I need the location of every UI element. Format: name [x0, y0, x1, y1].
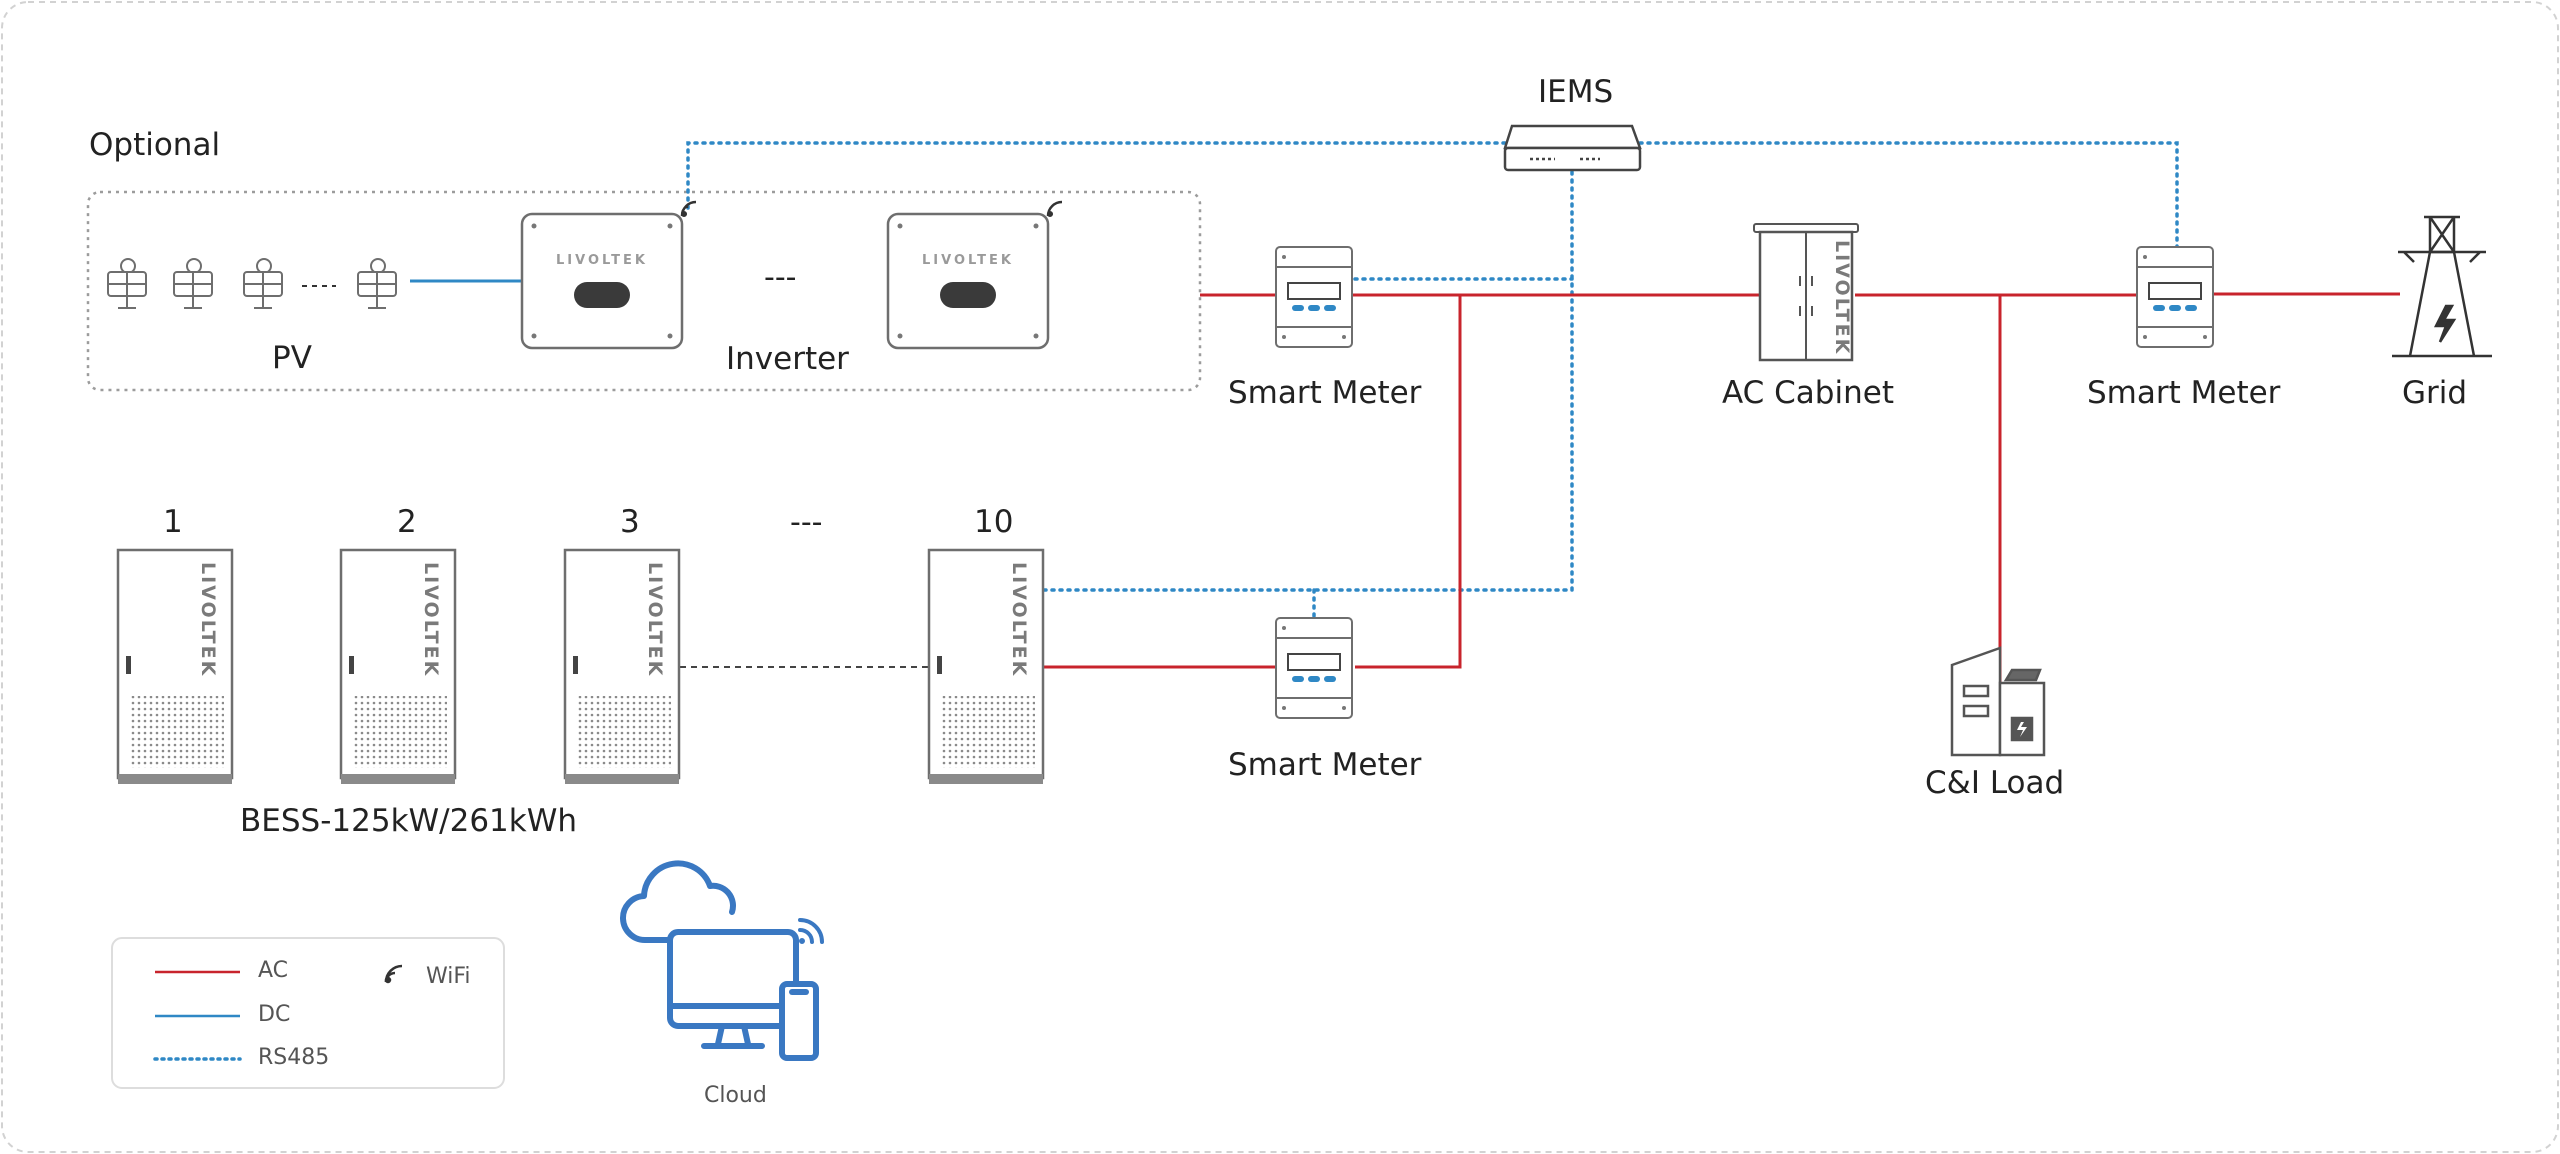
grid-tower-icon [2392, 215, 2492, 358]
bess-unit-number: 2 [397, 504, 417, 540]
optional-label: Optional [89, 127, 220, 163]
wifi-icon [680, 200, 697, 218]
wifi-icon [1046, 200, 1063, 218]
bess-cabinets: 1 2 3 --- 10 LIVOLTEK LIVOLTEK LIVOLTEK [116, 504, 1045, 784]
iems-label: IEMS [1538, 74, 1613, 110]
bess-cabinet-2-brand: LIVOLTEK [420, 562, 442, 677]
bess-cabinet-3-brand: LIVOLTEK [644, 562, 666, 677]
ac-cabinet-brand: LIVOLTEK [1831, 240, 1853, 355]
cloud-label: Cloud [704, 1083, 767, 1108]
smart-meter-bess-device [1275, 617, 1353, 719]
inverter-ellipsis: --- [764, 260, 796, 295]
optional-group-box [86, 190, 1202, 392]
wifi-icon [384, 964, 403, 984]
inverter-label: Inverter [726, 341, 849, 377]
grid-label: Grid [2402, 375, 2467, 411]
legend-wifi-label: WiFi [426, 964, 471, 989]
bess-cabinet-3: LIVOLTEK [563, 548, 681, 784]
smart-meter-bess-label: Smart Meter [1228, 747, 1422, 783]
solar-panel-icon [173, 258, 213, 309]
inverter-2: LIVOLTEK [886, 200, 1063, 350]
ci-load-icon [1950, 646, 2046, 757]
ac-drop-bess [1355, 295, 1462, 669]
ac-lines [1042, 292, 2400, 705]
legend-rs485-label: RS485 [258, 1045, 329, 1070]
ac-cabinet-device: LIVOLTEK [1753, 223, 1859, 362]
pv-label: PV [272, 340, 312, 376]
cloud-icon [620, 860, 824, 1061]
rs485-iems-to-inverter [686, 141, 1507, 214]
solar-panel-icon [107, 258, 147, 309]
rs485-iems-to-grid-meter [1638, 141, 2179, 250]
smart-meter-pv-device [1275, 246, 1353, 348]
bess-cabinet-10-brand: LIVOLTEK [1008, 562, 1030, 677]
bess-cabinet-2: LIVOLTEK [339, 548, 457, 784]
legend: AC DC RS485 WiFi [111, 937, 505, 1089]
ci-load-label: C&I Load [1925, 765, 2064, 801]
smart-meter-pv-label: Smart Meter [1228, 375, 1422, 411]
pv-array [107, 258, 397, 309]
bess-cabinet-1-brand: LIVOLTEK [197, 562, 219, 677]
inverter-1-brand: LIVOLTEK [556, 253, 648, 268]
bess-ellipsis: --- [790, 505, 822, 540]
bess-label: BESS-125kW/261kWh [240, 803, 577, 839]
inverter-2-brand: LIVOLTEK [922, 253, 1014, 268]
solar-panel-icon [243, 258, 283, 309]
bess-unit-number: 3 [620, 504, 640, 540]
legend-dc-label: DC [258, 1002, 290, 1027]
bess-cabinet-1: LIVOLTEK [116, 548, 234, 784]
rs485-lines [686, 141, 2179, 620]
smart-meter-grid-device [2136, 246, 2214, 348]
inverter-1: LIVOLTEK [520, 200, 697, 350]
bess-unit-number: 1 [163, 504, 183, 540]
solar-panel-icon [357, 258, 397, 309]
legend-ac-label: AC [258, 958, 288, 983]
smart-meter-grid-label: Smart Meter [2087, 375, 2281, 411]
ac-cabinet-label: AC Cabinet [1722, 375, 1894, 411]
iems-device [1503, 124, 1642, 172]
bess-unit-number: 10 [974, 504, 1013, 540]
rs485-iems-drop [1040, 170, 1574, 592]
bess-cabinet-10: LIVOLTEK [927, 548, 1045, 784]
